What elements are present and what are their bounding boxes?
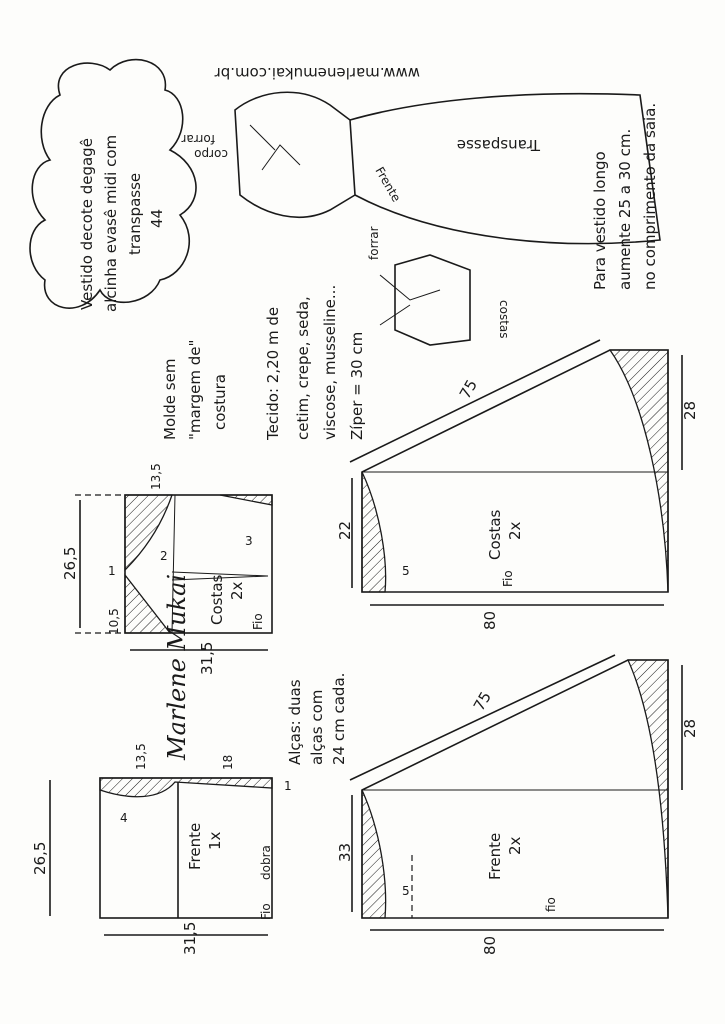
front-bodice-qty: 1x bbox=[206, 831, 224, 850]
note-long-line3: no comprimento da saia. bbox=[641, 103, 659, 290]
back-bodice-label: Costas bbox=[208, 574, 226, 625]
front-skirt-left: 33 bbox=[336, 843, 354, 862]
front-skirt-diag: 75 bbox=[470, 688, 495, 714]
note-long-line1: Para vestido longo bbox=[591, 151, 609, 290]
back-bodice-dart1: 2 bbox=[160, 549, 168, 563]
fabric-line2: cetim, crepe, seda, bbox=[294, 296, 312, 440]
front-bodice-height: 31,5 bbox=[181, 922, 199, 955]
sketch-transpasse: Transpasse bbox=[457, 136, 541, 154]
back-skirt-left: 22 bbox=[336, 521, 354, 540]
straps-line3: 24 cm cada. bbox=[330, 673, 348, 765]
sketch-frente: Frente bbox=[372, 165, 403, 205]
front-bodice-mark4: 4 bbox=[120, 811, 128, 825]
back-bodice-top: 13,5 bbox=[149, 463, 163, 490]
front-skirt-qty: 2x bbox=[506, 836, 524, 855]
back-skirt-length: 80 bbox=[481, 611, 499, 630]
dress-sketch: forrar corpo Transpasse Frente forrar co… bbox=[181, 91, 661, 346]
front-skirt-right: 28 bbox=[681, 719, 699, 738]
back-skirt-grain: Fio bbox=[501, 570, 515, 587]
sketch-forrar: forrar bbox=[367, 226, 381, 260]
front-bodice-width: 26,5 bbox=[31, 842, 49, 875]
front-bodice-grain: Fio bbox=[259, 903, 273, 920]
back-skirt-small: 5 bbox=[402, 564, 410, 578]
title-line1: Vestido decote degagê bbox=[78, 138, 96, 310]
no-seam-line1: Molde sem bbox=[161, 359, 179, 440]
back-skirt-qty: 2x bbox=[506, 521, 524, 540]
signature: Marlene Mukai bbox=[163, 574, 191, 761]
back-skirt-right: 28 bbox=[681, 401, 699, 420]
note-long-line2: aumente 25 a 30 cm. bbox=[616, 129, 634, 290]
title-cloud: Vestido decote degagê alcinha evasê midi… bbox=[29, 58, 197, 312]
title-line2: alcinha evasê midi com bbox=[102, 135, 120, 312]
no-seam-line3: costura bbox=[211, 374, 229, 430]
fabric-line3: viscose, musseline... bbox=[321, 285, 339, 440]
back-bodice-piece: 26,5 31,5 10,5 13,5 2 3 1 Costas 2x Fio bbox=[61, 463, 273, 675]
back-bodice-mark: 1 bbox=[108, 564, 116, 578]
straps-line1: Alças: duas bbox=[286, 679, 304, 765]
sketch-costas: costas bbox=[497, 300, 511, 339]
back-bodice-side: 10,5 bbox=[107, 608, 121, 635]
back-skirt-diag: 75 bbox=[456, 376, 481, 402]
sketch-forrar-corpo-1: forrar bbox=[181, 132, 215, 146]
no-seam-line2: "margem de" bbox=[186, 340, 204, 440]
front-bodice-top2: 18 bbox=[221, 755, 235, 770]
front-skirt-small: 5 bbox=[402, 884, 410, 898]
front-skirt-label: Frente bbox=[486, 833, 504, 880]
website-url: www.marlenemukai.com.br bbox=[214, 64, 420, 82]
title-size: 44 bbox=[148, 209, 166, 228]
front-bodice-label: Frente bbox=[186, 823, 204, 870]
front-bodice-top1: 13,5 bbox=[134, 743, 148, 770]
sketch-forrar-corpo-2: corpo bbox=[194, 147, 228, 161]
front-skirt-grain: fio bbox=[544, 897, 558, 912]
front-skirt-length: 80 bbox=[481, 936, 499, 955]
front-bodice-mark1: 1 bbox=[284, 779, 292, 793]
fabric-line1: Tecido: 2,20 m de bbox=[264, 307, 282, 441]
fabric-line4: Zíper = 30 cm bbox=[348, 332, 366, 440]
title-line3: transpasse bbox=[126, 173, 144, 255]
front-bodice-piece: 26,5 31,5 13,5 18 4 1 Frente 1x Fio dobr… bbox=[31, 743, 292, 955]
back-bodice-dart2: 3 bbox=[245, 534, 253, 548]
front-skirt-piece: 75 33 28 80 5 Frente 2x fio bbox=[336, 654, 699, 955]
back-skirt-piece: 75 22 28 80 5 Costas 2x Fio bbox=[336, 339, 699, 630]
front-bodice-fold: dobra bbox=[259, 845, 273, 880]
back-bodice-grain: Fio bbox=[251, 613, 265, 630]
back-bodice-height: 31,5 bbox=[198, 642, 216, 675]
back-bodice-width: 26,5 bbox=[61, 547, 79, 580]
straps-line2: alças com bbox=[308, 690, 326, 765]
back-bodice-qty: 2x bbox=[228, 581, 246, 600]
back-skirt-label: Costas bbox=[486, 509, 504, 560]
